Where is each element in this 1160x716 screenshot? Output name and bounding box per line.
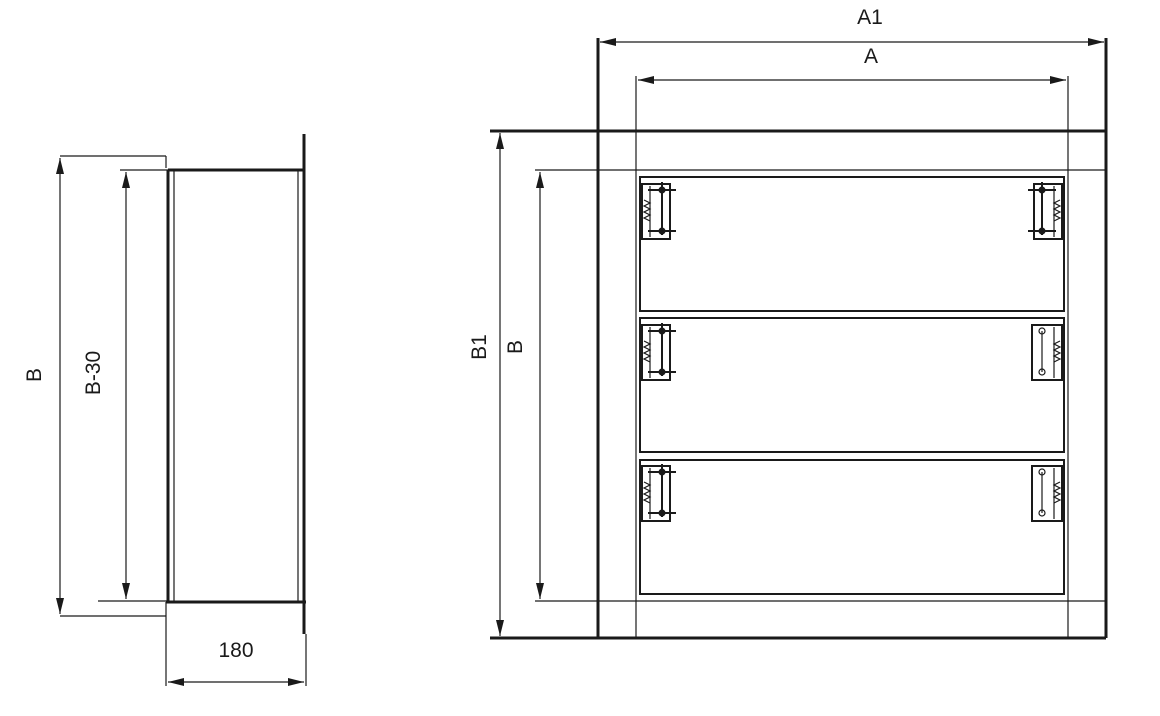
- front-view: A1 A B1 B: [468, 6, 1108, 640]
- front-outer-width-label: A1: [857, 6, 883, 29]
- front-outer-height-dimension: B1: [468, 133, 504, 636]
- side-view: B B-30 180: [23, 134, 307, 686]
- front-inner-width-label: A: [864, 45, 878, 68]
- side-inner-height-label: B-30: [82, 351, 105, 395]
- blade-3-left-linkage: [641, 464, 676, 522]
- side-height-dimension: B: [23, 155, 167, 617]
- blade-2: [639, 317, 1065, 453]
- front-outer-height-label: B1: [468, 334, 491, 360]
- front-outer-width-dimension: A1: [600, 6, 1104, 46]
- blade-3-right-linkage: [1031, 465, 1063, 522]
- side-view-frame: [165, 134, 307, 686]
- side-inner-height-dimension: B-30: [82, 169, 168, 602]
- side-depth-label: 180: [218, 639, 253, 662]
- blade-1-right-linkage: [1028, 182, 1063, 240]
- blade-3: [639, 459, 1065, 595]
- blade-2-left-linkage: [641, 323, 676, 381]
- front-view-frame: [490, 38, 1108, 640]
- front-inner-height-dimension: B: [504, 172, 544, 599]
- blade-1: [639, 176, 1065, 312]
- front-inner-width-dimension: A: [638, 45, 1066, 84]
- blade-1-left-linkage: [641, 182, 676, 240]
- side-height-label: B: [23, 368, 46, 382]
- blade-2-right-linkage: [1031, 324, 1063, 381]
- side-depth-dimension: 180: [168, 639, 304, 686]
- front-inner-height-label: B: [504, 340, 527, 354]
